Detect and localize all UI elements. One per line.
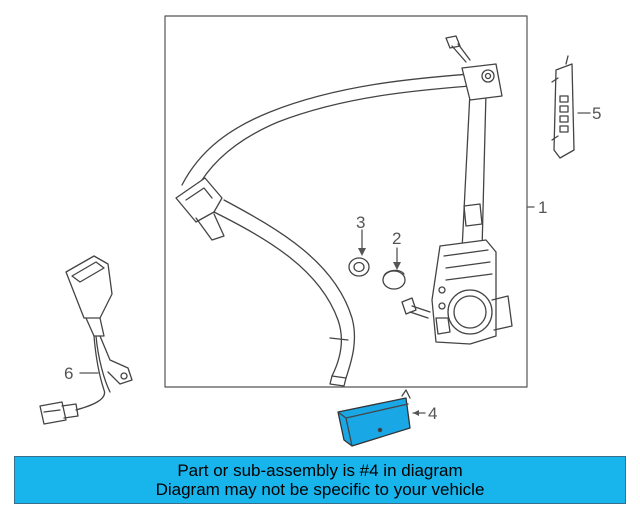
- info-banner: Part or sub-assembly is #4 in diagram Di…: [14, 456, 626, 504]
- part-3-grommet: [348, 229, 370, 277]
- part-4-trim-cover-highlighted: [337, 389, 411, 447]
- seat-belt-assembly: [175, 35, 513, 387]
- callout-5: 5: [592, 104, 601, 123]
- banner-line-1: Part or sub-assembly is #4 in diagram: [177, 461, 463, 480]
- retractor-bolt: [401, 297, 431, 319]
- part-2-cap: [382, 247, 406, 290]
- parts-diagram: 1 2 3 5: [39, 15, 601, 447]
- callout-2: 2: [392, 229, 401, 248]
- banner-line-2: Diagram may not be specific to your vehi…: [155, 480, 485, 499]
- part-5-height-adjuster: [551, 55, 575, 159]
- callout-4: 4: [428, 404, 437, 423]
- callout-1: 1: [538, 198, 547, 217]
- callout-3: 3: [356, 213, 365, 232]
- callout-6: 6: [64, 364, 73, 383]
- part-6-buckle: [39, 255, 133, 425]
